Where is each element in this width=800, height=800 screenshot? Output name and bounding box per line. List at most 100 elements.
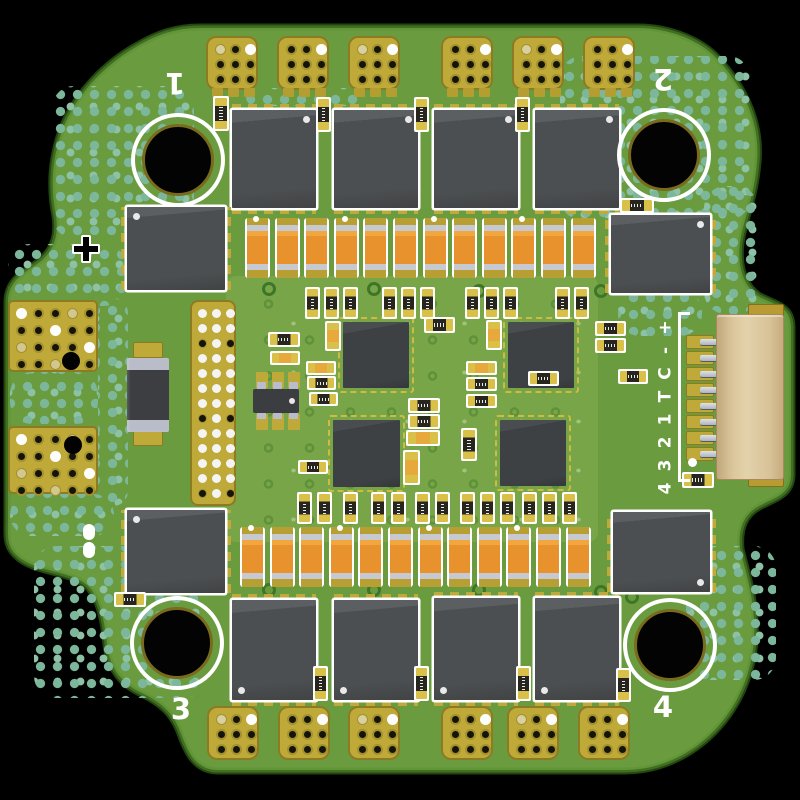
chip-body: [486, 289, 497, 317]
chip-body: [345, 289, 356, 317]
pad-hole: [317, 729, 328, 740]
connector-pin: [700, 387, 722, 393]
pad-hole: [516, 744, 527, 755]
pad-hole: [33, 359, 44, 370]
pad-hole: [286, 59, 297, 70]
mosfet-pads-left: [607, 512, 613, 592]
mount-pad-3x3: [348, 36, 400, 90]
cap-pad-top: [484, 218, 505, 226]
mosfet: [232, 104, 316, 214]
chip-marking: [307, 465, 319, 469]
pad-hole: [450, 744, 461, 755]
chip-body: [618, 670, 629, 700]
pad-hole: [592, 44, 603, 55]
pad-hole: [246, 714, 257, 725]
pad-hole: [617, 744, 628, 755]
corner-label-2: 2: [652, 62, 674, 96]
cap-pad-top: [568, 527, 589, 535]
cap-body: [479, 534, 500, 580]
pad-hole: [546, 729, 557, 740]
pad-hole: [84, 308, 95, 319]
pad-tab: [621, 88, 632, 97]
mosfet-pads-bottom: [434, 208, 518, 214]
pad-hole: [372, 74, 383, 85]
via-field: [10, 372, 98, 424]
capacitor-chip: [466, 361, 497, 375]
cap-pad-bottom: [573, 270, 594, 278]
chip-body: [437, 494, 448, 522]
pad-hole: [536, 44, 547, 55]
pad-hole: [592, 59, 603, 70]
pad-hole: [216, 744, 227, 755]
pad-hole: [602, 714, 613, 725]
pin1-dot: [440, 687, 447, 694]
mosfet-body: [334, 600, 418, 700]
cap-pad-top: [360, 527, 381, 535]
cap-pad-top: [247, 218, 268, 226]
chip-body: [308, 363, 334, 373]
connector-pin: [700, 451, 722, 457]
pad-hole: [357, 744, 368, 755]
chip-body: [417, 494, 428, 522]
pad-hole: [450, 44, 461, 55]
resistor-chip: [414, 97, 429, 132]
chip-body: [422, 289, 433, 317]
mosfet-pads-right: [710, 215, 716, 293]
electrolytic-capacitor: [329, 525, 354, 587]
cap-body: [395, 225, 416, 271]
pad-hole: [551, 74, 562, 85]
chip-marking: [418, 403, 430, 408]
cap-pad-top: [331, 527, 352, 535]
chip-body: [462, 494, 473, 522]
mosfet-pads-top: [232, 594, 316, 600]
resistor-chip: [616, 668, 631, 702]
mount-pad-3x3: [583, 36, 635, 90]
mosfet-pads-top: [535, 104, 619, 110]
pad-hole: [592, 74, 603, 85]
pad-hole: [622, 59, 633, 70]
pad-hole: [230, 74, 241, 85]
solder-dot: [426, 525, 432, 531]
pin1-dot: [340, 687, 347, 694]
resistor-chip: [480, 492, 495, 524]
chip-marking: [605, 343, 616, 348]
pad-hole: [16, 468, 27, 479]
pad-tab: [299, 88, 310, 97]
connector-label-char: 4: [655, 482, 675, 495]
mosfet: [607, 512, 716, 592]
resistor-chip: [213, 96, 229, 131]
pad-hole: [387, 744, 398, 755]
resistor-chip: [682, 472, 714, 488]
chip-body: [318, 99, 329, 130]
resistor-chip: [466, 394, 497, 408]
cap-pad-bottom: [543, 270, 564, 278]
cap-pad-bottom: [306, 270, 327, 278]
cap-body: [543, 225, 564, 271]
chip-marking: [520, 108, 525, 121]
mounting-hole: [141, 607, 213, 679]
pad-hole: [16, 485, 27, 496]
pad-hole: [602, 744, 613, 755]
pad-hole: [546, 714, 557, 725]
corner-label-4: 4: [652, 690, 674, 724]
chip-marking: [419, 108, 424, 121]
mount-pad-3x3: [348, 706, 400, 760]
resistor-chip: [297, 492, 312, 524]
silk-dot: [688, 458, 697, 467]
pad-hole: [246, 729, 257, 740]
resistor-chip: [382, 287, 397, 319]
electrolytic-capacitor: [447, 527, 472, 587]
pad-hole: [16, 451, 27, 462]
mosfet: [232, 594, 316, 706]
pad-hole: [67, 325, 78, 336]
pad-hole: [302, 714, 313, 725]
mosfet-pads-top: [334, 104, 418, 110]
cap-body: [242, 534, 263, 580]
pad-hole: [84, 342, 95, 353]
solder-dot: [342, 216, 348, 222]
resistor-chip: [420, 287, 435, 319]
pad-hole: [216, 729, 227, 740]
via-hole: [226, 474, 235, 483]
electrolytic-capacitor: [571, 218, 596, 278]
pad-hole: [607, 44, 618, 55]
